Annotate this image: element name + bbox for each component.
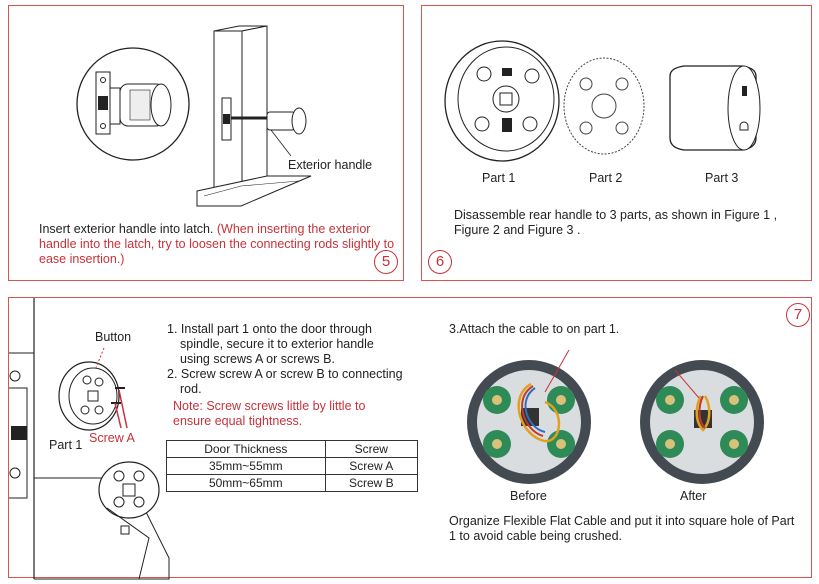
rear-handle-parts-illustration <box>444 40 761 162</box>
exterior-handle-label: Exterior handle <box>288 158 373 172</box>
step-7-panel: Button Part 1 Screw A 1. Install part 1 … <box>8 297 812 580</box>
table-cell: 50mm~65mm <box>166 474 326 492</box>
cable-before-after-illustration <box>467 349 764 484</box>
table-row: 50mm~65mm Screw B <box>166 474 419 492</box>
step-7-number-badge: 7 <box>786 303 810 327</box>
step-5-note: (When inserting the exterior handle into… <box>39 222 395 266</box>
step-5-main-text: Insert exterior handle into latch. <box>39 222 214 236</box>
before-label: Before <box>510 489 547 503</box>
step-5-number-badge: 5 <box>374 250 398 274</box>
part-1-label: Part 1 <box>49 438 83 452</box>
table-header-screw: Screw <box>324 440 419 458</box>
part-2-figure <box>563 57 645 155</box>
latch-detail-illustration <box>76 25 312 207</box>
table-cell: Screw B <box>324 474 419 492</box>
part-1-figure <box>444 40 560 162</box>
step-7-item-2: 2. Screw screw A or screw B to connectin… <box>167 367 403 396</box>
table-header-door-thickness: Door Thickness <box>166 440 326 458</box>
table-cell: 35mm~55mm <box>166 457 326 475</box>
table-cell: Screw A <box>324 457 419 475</box>
step-7-note: Note: Screw screws little by little to e… <box>173 399 366 428</box>
step-7-item-1: 1. Install part 1 onto the door through … <box>167 322 374 366</box>
after-board <box>640 360 764 484</box>
part-3-label: Part 3 <box>705 171 739 185</box>
step-5-instruction: Insert exterior handle into latch. (When… <box>39 222 399 267</box>
part-1-label: Part 1 <box>482 171 516 185</box>
button-label: Button <box>95 330 132 344</box>
screw-table: Door Thickness Screw 35mm~55mm Screw A 5… <box>166 440 419 492</box>
part-3-figure <box>669 65 761 151</box>
screw-a-label: Screw A <box>89 431 135 445</box>
table-row: 35mm~55mm Screw A <box>166 457 419 475</box>
step-7-instructions: 1. Install part 1 onto the door through … <box>167 322 407 429</box>
step-6-number-badge: 6 <box>428 250 452 274</box>
table-row: Door Thickness Screw <box>166 440 419 458</box>
cable-note: Organize Flexible Flat Cable and put it … <box>449 514 795 543</box>
step-6-panel: Part 1 Part 2 Part 3 Disassemble rear ha… <box>421 5 812 281</box>
part-1-mounting-illustration <box>9 298 170 580</box>
step-6-instruction: Disassemble rear handle to 3 parts, as s… <box>454 208 778 237</box>
after-label: After <box>680 489 707 503</box>
part-2-label: Part 2 <box>589 171 623 185</box>
cable-title: 3.Attach the cable to on part 1. <box>449 322 620 336</box>
before-board <box>467 349 591 484</box>
step-5-panel: Exterior handle Insert exterior handle i… <box>8 5 404 281</box>
